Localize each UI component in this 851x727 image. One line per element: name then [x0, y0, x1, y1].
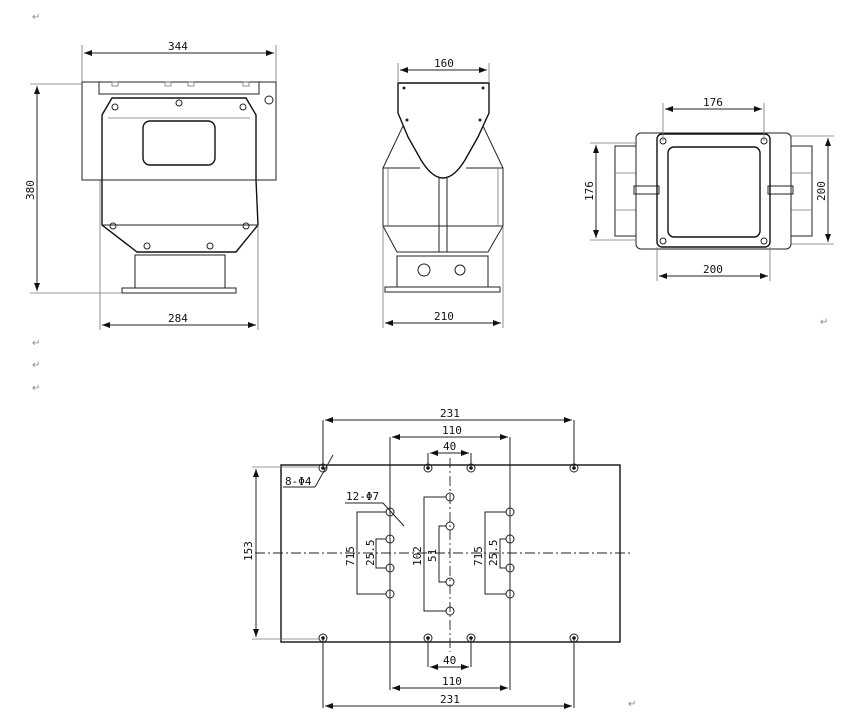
dim-plate-width-inner-top: 40 — [443, 440, 456, 453]
dim-left-inner: 25.5 — [364, 540, 377, 567]
dim-center-inner: 51 — [426, 549, 439, 562]
dim-center-outer: 102 — [411, 546, 424, 566]
dim-side-width-bottom: 210 — [434, 310, 454, 323]
paragraph-mark: ↵ — [32, 12, 40, 23]
dim-left-outer: 715 — [344, 546, 357, 566]
dim-right-outer: 715 — [472, 546, 485, 566]
dim-side-width-top: 160 — [434, 57, 454, 70]
paragraph-mark: ↵ — [820, 317, 828, 328]
dim-plate-width-outer-top: 231 — [440, 407, 460, 420]
side-view: 160 210 — [382, 57, 504, 328]
dim-plate-width-inner-bottom: 40 — [443, 654, 456, 667]
paragraph-mark: ↵ — [32, 338, 40, 349]
paragraph-mark: ↵ — [32, 360, 40, 371]
dim-plate-height: 153 — [242, 541, 255, 561]
dim-front-width-top: 344 — [168, 40, 188, 53]
dim-front-width-bottom: 284 — [168, 312, 188, 325]
dim-top-width-bottom: 200 — [703, 263, 723, 276]
dim-plate-width-mid-bottom: 110 — [442, 675, 462, 688]
dim-top-height-left: 176 — [583, 181, 596, 201]
dim-plate-width-mid-top: 110 — [442, 424, 462, 437]
paragraph-mark: ↵ — [628, 699, 636, 710]
top-view: 176 176 200 200 — [583, 96, 834, 281]
dim-top-height-right: 200 — [815, 181, 828, 201]
paragraph-mark: ↵ — [32, 383, 40, 394]
front-view: 344 380 284 — [24, 40, 277, 330]
callout-large-holes: 12-Φ7 — [346, 490, 379, 503]
dim-plate-width-outer-bottom: 231 — [440, 693, 460, 706]
dim-top-width-top: 176 — [703, 96, 723, 109]
callout-small-holes: 8-Φ4 — [285, 475, 312, 488]
mount-plate-view: 231 110 40 153 8-Φ4 12-Φ7 715 25.5 102 5… — [242, 407, 630, 709]
dim-front-height: 380 — [24, 180, 37, 200]
dim-right-inner: 25.5 — [487, 540, 500, 567]
